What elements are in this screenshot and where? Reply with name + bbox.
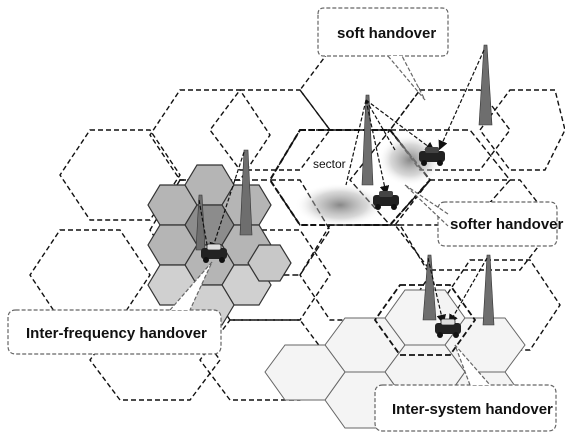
small-cell <box>247 244 292 282</box>
car-icon <box>435 318 461 338</box>
macro-cell <box>29 229 151 321</box>
sector-shade <box>295 183 385 227</box>
antenna-tower-icon <box>478 44 493 126</box>
antenna-tower-icon <box>422 254 437 321</box>
softer-handover-cell <box>349 129 511 226</box>
adjacent-cell <box>149 179 331 276</box>
softer-handover-callout: softer handover <box>404 184 564 247</box>
inter-system-label: Inter-system handover <box>392 401 553 418</box>
macro-cell <box>59 129 181 221</box>
signal-lines <box>198 49 488 325</box>
macro-cell <box>299 224 431 321</box>
antenna-tower-icon <box>482 254 495 326</box>
car-icon <box>419 147 445 166</box>
inter-system-callout: Inter-system handover <box>374 344 557 432</box>
macro-cell <box>199 229 331 321</box>
macro-cell <box>479 89 565 171</box>
inter-frequency-label: Inter-frequency handover <box>26 325 207 342</box>
softer-handover-label: softer handover <box>450 216 564 233</box>
sector-label: sector <box>313 157 346 171</box>
car-icon <box>201 243 227 263</box>
inter-system-macro-cell <box>373 284 477 356</box>
soft-handover-callout: soft handover <box>317 7 449 101</box>
macro-cell <box>389 89 511 171</box>
macro-cell <box>89 319 221 401</box>
system-cell <box>264 344 346 401</box>
antenna-tower-icon <box>239 149 253 236</box>
highlight-cells <box>149 129 511 276</box>
macro-cell <box>209 89 331 171</box>
car-icon <box>373 191 399 210</box>
antenna-tower-icon <box>361 94 374 186</box>
macro-cell <box>394 179 556 271</box>
inter-frequency-callout: Inter-frequency handover <box>7 261 222 355</box>
soft-handover-label: soft handover <box>337 25 436 42</box>
